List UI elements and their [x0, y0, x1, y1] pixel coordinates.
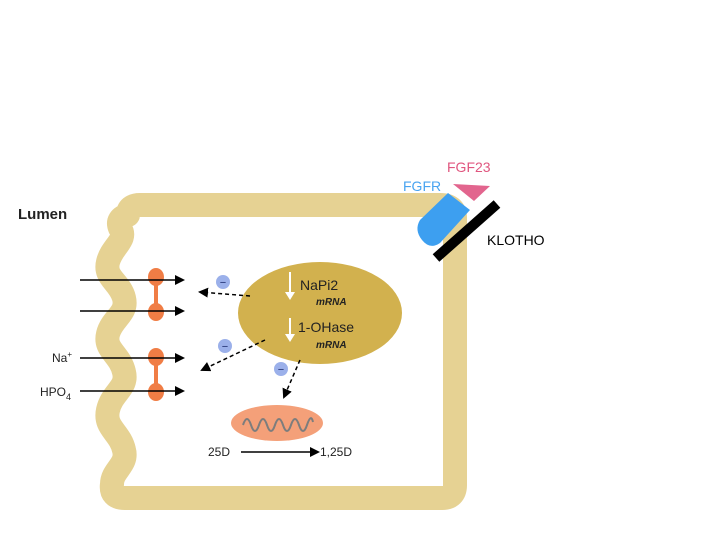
transporter-top	[148, 268, 164, 321]
svg-text:−: −	[222, 341, 228, 353]
napi2-mrna: NaPi2 mRNA	[285, 272, 347, 308]
ohase-to-transporter-arrow	[200, 339, 266, 372]
fgf23-label: FGF23	[447, 159, 491, 175]
25d-label: 25D	[208, 445, 230, 459]
transporter-bottom	[148, 348, 164, 401]
ohase-mrna-label: mRNA	[316, 340, 347, 351]
klotho-label: KLOTHO	[487, 232, 545, 248]
napi2-mrna-label: mRNA	[316, 297, 347, 308]
inhibit-circle-3: −	[274, 362, 288, 376]
mitochondrion	[231, 405, 323, 441]
svg-text:−: −	[220, 277, 226, 289]
hpo4-label: HPO4	[40, 385, 71, 402]
lumen-label: Lumen	[18, 206, 67, 223]
fgfr-receptor	[417, 193, 470, 246]
klotho-bar	[432, 200, 501, 262]
inhibit-circle-1: −	[216, 275, 230, 289]
ohase-mrna: 1-OHase mRNA	[285, 318, 354, 351]
mitochondrion-cristae	[242, 417, 314, 432]
nucleus	[238, 262, 402, 364]
125d-label: 1,25D	[320, 445, 352, 459]
napi2-label: NaPi2	[300, 277, 338, 293]
inhibit-circle-2: −	[218, 339, 232, 353]
ohase-label: 1-OHase	[298, 319, 354, 335]
fgfr-label: FGFR	[403, 178, 441, 194]
fgf23-ligand	[453, 184, 490, 201]
napi2-to-transporter-arrow	[198, 287, 251, 298]
na-label: Na+	[52, 350, 72, 365]
svg-text:−: −	[278, 364, 284, 376]
